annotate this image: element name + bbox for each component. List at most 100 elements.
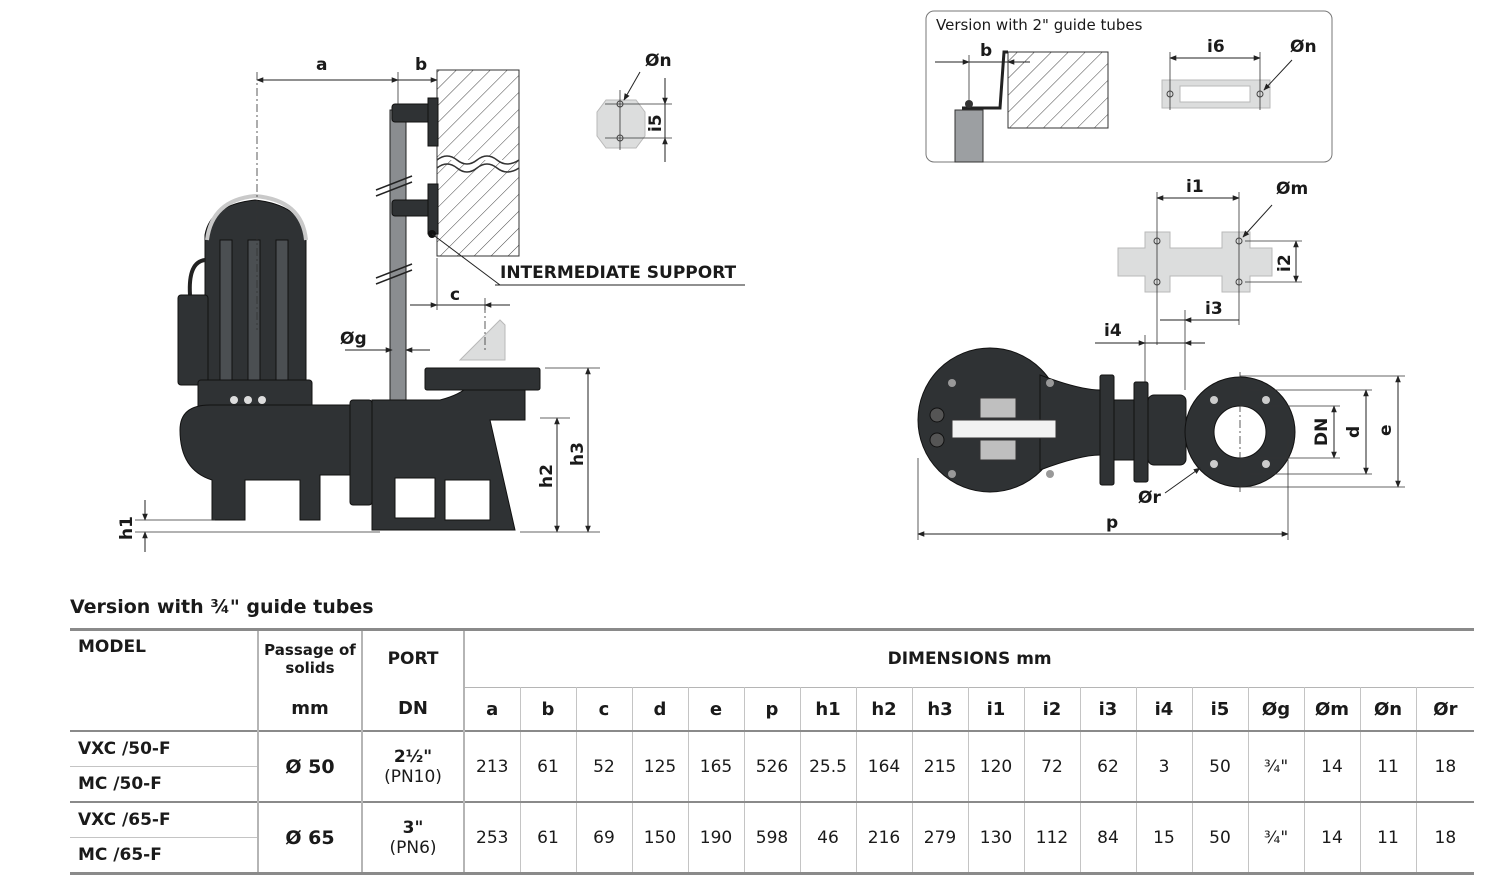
label-phi-g: Øg xyxy=(340,329,367,349)
port-size: 3" xyxy=(402,817,424,838)
dimension-value: 253 xyxy=(464,801,521,875)
header-passage-unit: mm xyxy=(258,687,363,731)
model-name: VXC /50-F xyxy=(70,730,259,767)
label-e: e xyxy=(1376,424,1396,436)
header-passage: Passage of solids xyxy=(258,628,363,688)
model-name: MC /50-F xyxy=(70,766,259,802)
dimension-value: 72 xyxy=(1024,730,1081,802)
dimension-value: 61 xyxy=(520,801,577,875)
dim-header-cell: a xyxy=(464,687,521,732)
dimension-value: 18 xyxy=(1416,730,1475,802)
label-h3: h3 xyxy=(568,442,588,466)
dimension-value: 125 xyxy=(632,730,689,802)
dimension-value: 216 xyxy=(856,801,913,875)
port-pressure: (PN10) xyxy=(384,766,442,787)
dimension-value: 18 xyxy=(1416,801,1475,875)
dim-header-cell: h1 xyxy=(800,687,857,732)
dimension-value: ¾" xyxy=(1248,730,1305,802)
dimension-value: 130 xyxy=(968,801,1025,875)
dimension-value: 11 xyxy=(1360,801,1417,875)
pump-dimension-drawing: a b c Øg h1 h2 h3 INTERMEDIATE SUPPORT xyxy=(117,10,1405,552)
dim-header-cell: c xyxy=(576,687,633,732)
port-cell: 3"(PN6) xyxy=(362,801,465,875)
label-c: c xyxy=(450,285,460,305)
passage-value: Ø 50 xyxy=(258,730,363,802)
port-size: 2½" xyxy=(393,746,433,767)
dimension-value: 14 xyxy=(1304,801,1361,875)
intermediate-support-label: INTERMEDIATE SUPPORT xyxy=(500,263,737,283)
dimension-value: ¾" xyxy=(1248,801,1305,875)
dimension-value: 526 xyxy=(744,730,801,802)
dimension-value: 46 xyxy=(800,801,857,875)
header-port-unit: DN xyxy=(362,687,465,731)
side-view: a b c Øg h1 h2 h3 INTERMEDIATE SUPPORT xyxy=(117,55,745,552)
version-2in-title: Version with 2" guide tubes xyxy=(936,16,1143,34)
dim-header-cell: Øn xyxy=(1360,687,1417,732)
dimension-value: 52 xyxy=(576,730,633,802)
dimension-value: 164 xyxy=(856,730,913,802)
dim-header-cell: Ør xyxy=(1416,687,1475,732)
dimension-value: 50 xyxy=(1192,801,1249,875)
dim-header-cell: i3 xyxy=(1080,687,1137,732)
label-i1: i1 xyxy=(1186,177,1204,197)
header-port: PORT xyxy=(362,628,465,688)
dim-header-cell: Øm xyxy=(1304,687,1361,732)
label-phi-n-2in: Øn xyxy=(1290,37,1317,57)
dim-header-cell: p xyxy=(744,687,801,732)
dimension-value: 112 xyxy=(1024,801,1081,875)
dim-header-cell: i5 xyxy=(1192,687,1249,732)
table-title: Version with ¾" guide tubes xyxy=(70,596,374,618)
port-cell: 2½"(PN10) xyxy=(362,730,465,802)
label-b-2in: b xyxy=(980,41,992,61)
dimension-value: 215 xyxy=(912,730,969,802)
dimension-value: 84 xyxy=(1080,801,1137,875)
label-i2: i2 xyxy=(1275,254,1295,272)
dimension-value: 69 xyxy=(576,801,633,875)
label-i5: i5 xyxy=(646,114,666,132)
dim-header-cell: i1 xyxy=(968,687,1025,732)
label-a: a xyxy=(316,55,327,75)
dimension-value: 11 xyxy=(1360,730,1417,802)
dim-header-cell: e xyxy=(688,687,745,732)
label-phi-r: Ør xyxy=(1138,488,1161,508)
label-p: p xyxy=(1106,513,1118,533)
passage-value: Ø 65 xyxy=(258,801,363,875)
label-i3: i3 xyxy=(1205,299,1223,319)
dimension-value: 62 xyxy=(1080,730,1137,802)
dimension-value: 50 xyxy=(1192,730,1249,802)
dimension-value: 120 xyxy=(968,730,1025,802)
dim-header-cell: h3 xyxy=(912,687,969,732)
label-i6: i6 xyxy=(1207,37,1225,57)
label-phi-m: Øm xyxy=(1276,179,1308,199)
dimension-value: 598 xyxy=(744,801,801,875)
label-h1: h1 xyxy=(117,516,137,540)
dim-header-cell: i4 xyxy=(1136,687,1193,732)
dimension-value: 14 xyxy=(1304,730,1361,802)
label-dn: DN xyxy=(1312,418,1332,446)
dimension-value: 165 xyxy=(688,730,745,802)
label-b: b xyxy=(415,55,427,75)
bracket-detail: Øn i5 xyxy=(596,51,672,162)
dimension-value: 213 xyxy=(464,730,521,802)
dim-header-cell: b xyxy=(520,687,577,732)
port-pressure: (PN6) xyxy=(389,837,437,858)
dimension-value: 3 xyxy=(1136,730,1193,802)
dimensions-table: MODEL Passage of solids PORT DIMENSIONS … xyxy=(70,628,1475,875)
header-dimensions: DIMENSIONS mm xyxy=(464,628,1475,688)
label-i4: i4 xyxy=(1104,321,1122,341)
model-name: MC /65-F xyxy=(70,837,259,875)
dimension-value: 61 xyxy=(520,730,577,802)
dimension-value: 25.5 xyxy=(800,730,857,802)
dimension-value: 190 xyxy=(688,801,745,875)
dim-header-cell: h2 xyxy=(856,687,913,732)
label-h2: h2 xyxy=(537,464,557,488)
top-view: DN d e Ør p xyxy=(917,347,1405,540)
label-d: d xyxy=(1344,426,1364,438)
foot-plate-detail: i1 Øm i2 i3 i4 xyxy=(1095,177,1308,390)
version-2in-box: Version with 2" guide tubes b i6 Øn xyxy=(925,10,1333,163)
guide-tube xyxy=(389,109,407,421)
header-model: MODEL xyxy=(70,628,259,731)
model-name: VXC /65-F xyxy=(70,801,259,838)
dim-header-cell: i2 xyxy=(1024,687,1081,732)
dimension-value: 150 xyxy=(632,801,689,875)
